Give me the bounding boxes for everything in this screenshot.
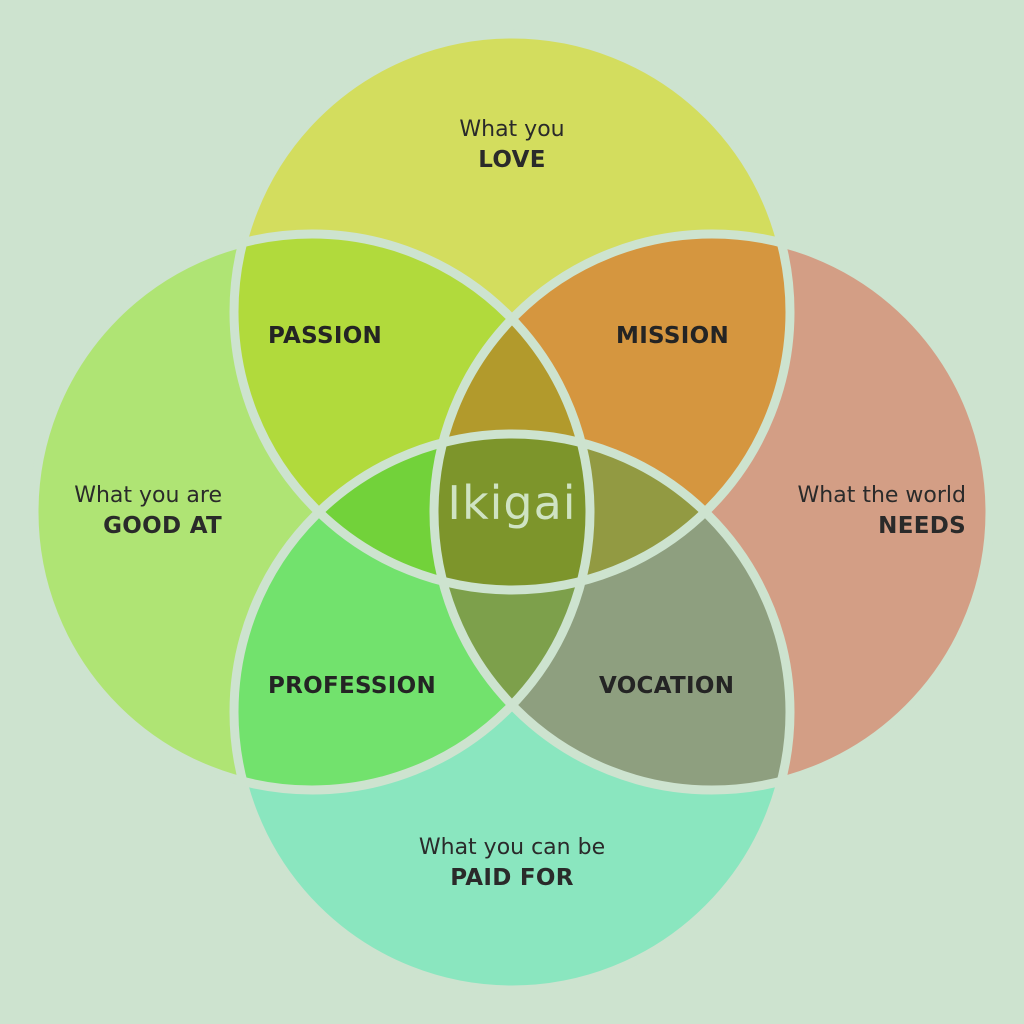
label-paid-for-line1: What you can be <box>418 835 606 860</box>
center-ikigai-label: Ikigai <box>447 476 577 530</box>
outline-love <box>229 29 795 595</box>
outline-good-at <box>29 229 595 795</box>
zone-vocation: VOCATION <box>599 673 735 699</box>
label-paid-for-line2: PAID FOR <box>450 865 574 891</box>
label-needs: What the world NEEDS <box>766 481 966 541</box>
zone-passion: PASSION <box>268 323 383 349</box>
zone-mission: MISSION <box>616 323 730 349</box>
outline-needs <box>429 229 995 795</box>
label-love-line1: What you <box>459 117 565 142</box>
zone-profession: PROFESSION <box>268 673 436 699</box>
label-good-at: What you are GOOD AT <box>40 481 222 541</box>
circle-outlines <box>29 29 995 995</box>
label-paid-for: What you can be PAID FOR <box>380 833 644 893</box>
label-needs-line1: What the world <box>797 483 966 508</box>
label-good-at-line2: GOOD AT <box>103 513 222 539</box>
label-good-at-line1: What you are <box>74 483 222 508</box>
label-needs-line2: NEEDS <box>878 513 966 539</box>
outline-paid-for <box>229 429 795 995</box>
label-love: What you LOVE <box>400 115 624 175</box>
label-love-line2: LOVE <box>478 147 546 173</box>
